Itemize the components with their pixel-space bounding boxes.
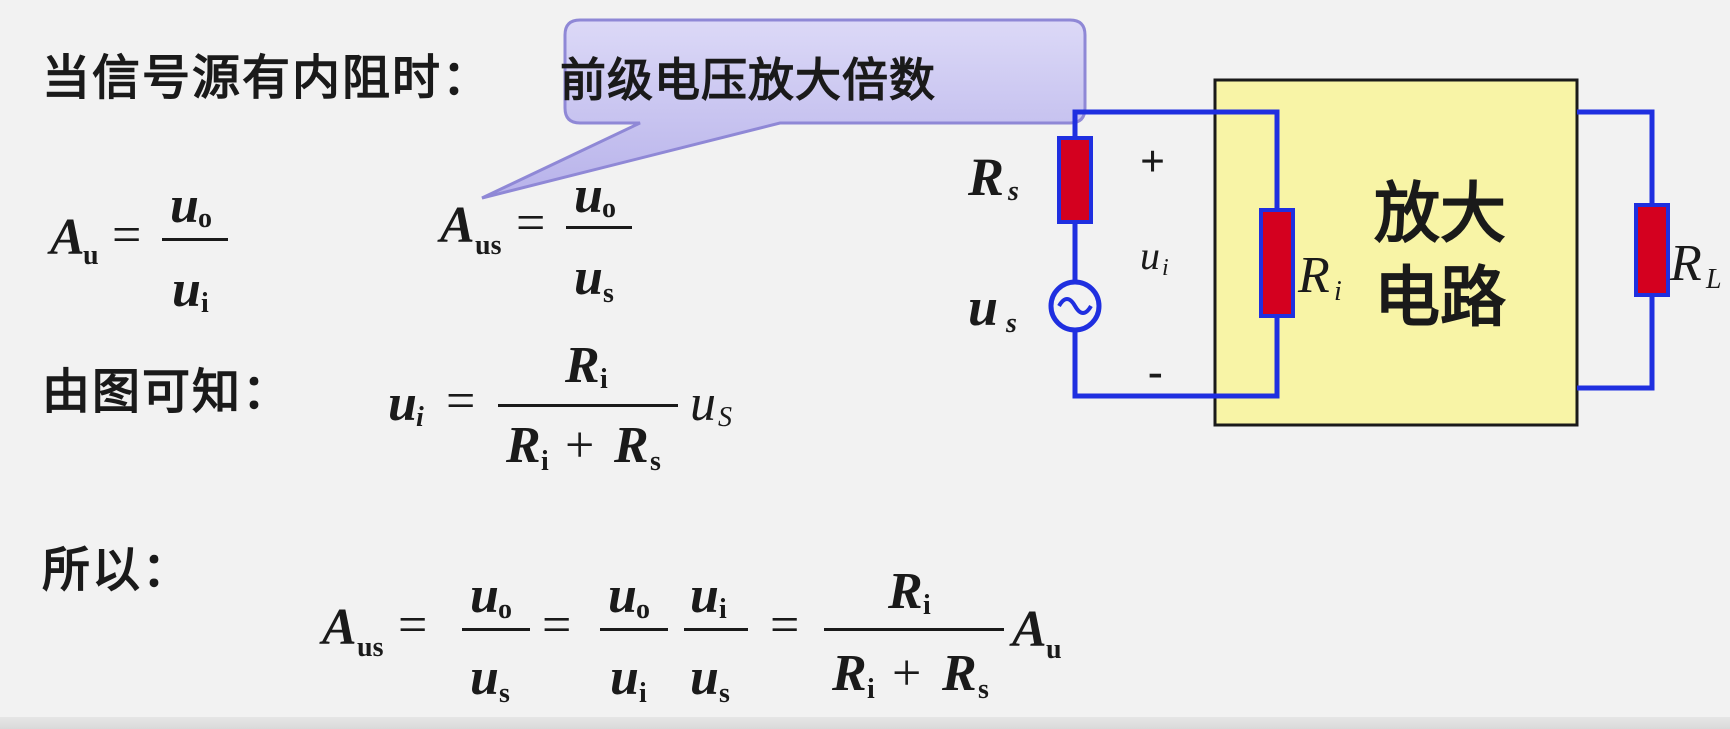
subscript-i: i <box>416 402 424 433</box>
callout-text: 前级电压放大倍数 <box>560 53 936 107</box>
symbol-u: u <box>690 567 719 624</box>
fraction-bar <box>162 238 228 241</box>
subscript-o: o <box>198 203 212 234</box>
symbol-u: u <box>690 375 716 432</box>
fraction-bar <box>566 226 632 229</box>
label-plus: + <box>1140 137 1166 186</box>
label-ri-sub: i <box>1334 276 1342 307</box>
label-amplifier-line2: 电路 <box>1374 259 1506 336</box>
subscript-i: i <box>719 594 727 625</box>
label-amplifier-line1: 放大 <box>1374 175 1506 252</box>
circuit-wires <box>1072 109 1655 399</box>
symbol-u: u <box>388 375 417 432</box>
label-rs-sub: s <box>1008 176 1019 207</box>
symbol-R: R <box>565 337 600 394</box>
symbol-A: A <box>1012 601 1047 658</box>
subscript-i: i <box>541 446 549 477</box>
symbol-R: R <box>506 417 541 474</box>
subscript-us: us <box>357 632 384 663</box>
symbol-u: u <box>172 261 201 318</box>
fraction-bar <box>462 628 530 631</box>
label-ri: R <box>1298 247 1330 304</box>
equals-sign: = <box>398 597 428 654</box>
symbol-u: u <box>574 167 603 224</box>
plus-sign: + <box>565 417 595 474</box>
subscript-u: u <box>83 240 99 271</box>
subscript-o: o <box>602 193 616 224</box>
subscript-s: s <box>650 446 661 477</box>
symbol-u: u <box>574 249 603 306</box>
equals-sign: = <box>542 597 572 654</box>
symbol-A: A <box>50 209 85 266</box>
subscript-i: i <box>639 678 647 709</box>
symbol-u: u <box>170 177 199 234</box>
label-us: u <box>968 277 999 337</box>
fraction-bar <box>498 404 678 407</box>
label-rl-sub: L <box>1706 264 1722 295</box>
subscript-S: S <box>718 402 732 433</box>
symbol-u: u <box>610 649 639 706</box>
subscript-us: us <box>475 230 502 261</box>
bottom-strip <box>0 717 1730 729</box>
equals-sign: = <box>112 207 142 264</box>
subscript-s: s <box>978 674 989 705</box>
label-minus: - <box>1148 347 1163 396</box>
subscript-i: i <box>867 674 875 705</box>
equals-sign: = <box>516 195 546 252</box>
subscript-i: i <box>600 364 608 395</box>
fraction-bar <box>824 628 1004 631</box>
fraction-bar <box>600 628 668 631</box>
resistor-rs <box>1057 136 1093 224</box>
resistor-rl <box>1634 203 1670 297</box>
symbol-R: R <box>942 645 977 702</box>
symbol-u: u <box>690 649 719 706</box>
label-rs: R <box>968 147 1005 207</box>
subscript-i: i <box>201 288 209 319</box>
subscript-s: s <box>719 678 730 709</box>
symbol-u: u <box>470 567 499 624</box>
subscript-u: u <box>1046 634 1062 665</box>
subscript-o: o <box>636 594 650 625</box>
equals-sign: = <box>770 597 800 654</box>
plus-sign: + <box>892 645 922 702</box>
symbol-A: A <box>440 197 475 254</box>
heading-therefore: 所以： <box>42 542 193 598</box>
symbol-u: u <box>470 649 499 706</box>
symbol-A: A <box>322 599 357 656</box>
symbol-R: R <box>832 645 867 702</box>
equals-sign: = <box>446 373 476 430</box>
symbol-R: R <box>888 563 923 620</box>
subscript-s: s <box>499 678 510 709</box>
label-ui: u <box>1140 233 1160 278</box>
subscript-s: s <box>603 278 614 309</box>
heading-source-resistance: 当信号源有内阻时： <box>42 50 493 106</box>
symbol-R: R <box>614 417 649 474</box>
label-ui-sub: i <box>1162 255 1169 281</box>
symbol-u: u <box>608 567 637 624</box>
label-us-sub: s <box>1006 308 1017 339</box>
resistor-ri <box>1259 208 1295 318</box>
label-rl: R <box>1670 235 1702 292</box>
fraction-bar <box>684 628 748 631</box>
subscript-o: o <box>498 594 512 625</box>
subscript-i: i <box>923 590 931 621</box>
heading-from-figure: 由图可知： <box>42 364 293 420</box>
